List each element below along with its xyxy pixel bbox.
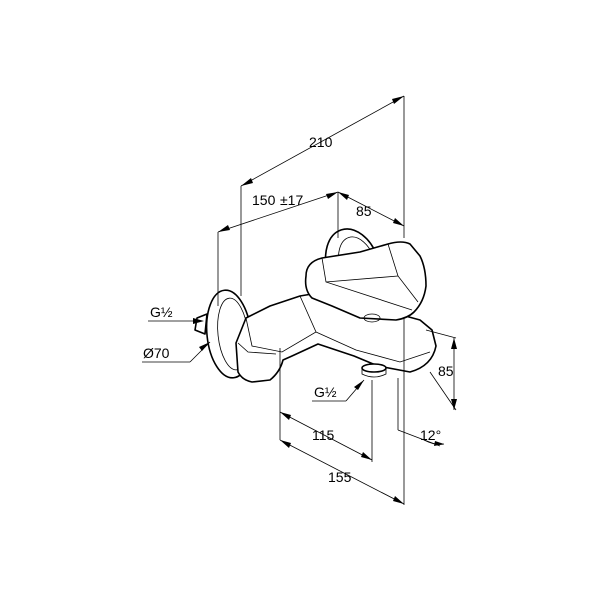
body-lower-edge	[315, 331, 431, 363]
faucet-body	[194, 228, 437, 383]
dimension-115: 115	[279, 411, 373, 461]
label-inlet-thread: G½	[150, 304, 173, 320]
label-overall-length: 210	[309, 134, 333, 150]
label-spout-angle: 12°	[420, 427, 441, 443]
label-rosette-diameter: Ø70	[143, 345, 170, 361]
label-outlet-offset-short: 115	[312, 427, 335, 443]
label-lever-width: 85	[356, 203, 372, 219]
dimension-150: 150 ±17	[217, 191, 339, 233]
label-wall-to-outlet: 150	[252, 192, 276, 208]
label-outlet-thread: G½	[314, 384, 337, 400]
lever-handle	[304, 241, 427, 321]
dimension-angle: 12°	[397, 427, 445, 447]
label-outlet-offset-long: 155	[328, 469, 352, 485]
body-edge	[237, 342, 277, 355]
leader-outlet-thread: G½	[312, 379, 365, 402]
lever-pivot	[363, 313, 381, 323]
dimension-85-height: 85	[438, 338, 457, 410]
dimension-155: 155	[279, 439, 405, 505]
left-inlet-connector	[194, 313, 208, 335]
leader-inlet-thread: G½	[148, 304, 204, 324]
spout-outlet	[361, 363, 387, 373]
body-front-face	[245, 295, 317, 353]
label-body-height: 85	[438, 363, 454, 379]
extension-lines	[217, 96, 457, 505]
lever-ridge	[325, 275, 399, 283]
label-wall-to-outlet-tolerance: ±17	[280, 192, 303, 208]
dimension-210: 210	[240, 95, 405, 187]
dimension-85-lever: 85	[337, 191, 405, 227]
leader-rosette: Ø70	[142, 341, 211, 363]
spout-outlet-ring	[361, 368, 387, 378]
